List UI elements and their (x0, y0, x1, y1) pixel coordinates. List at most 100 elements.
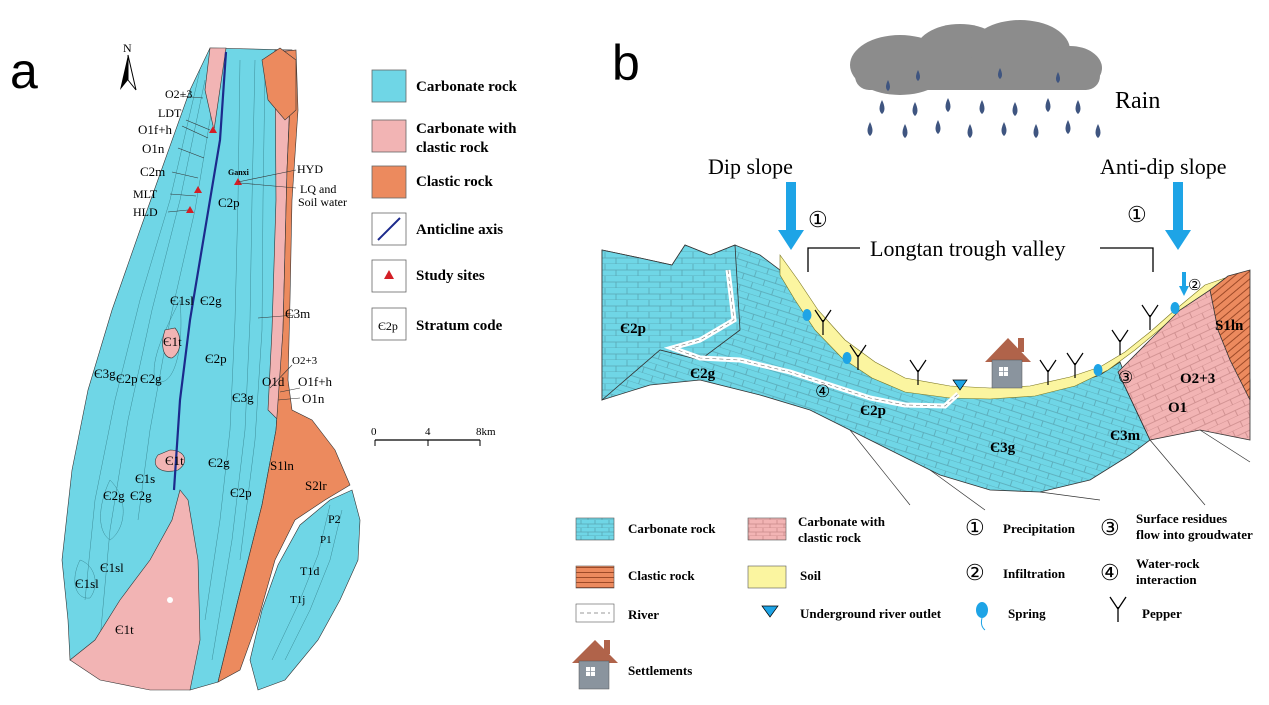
stratum-e1t-c: Є1t (115, 622, 134, 637)
label-o1n-mid: O1n (302, 391, 325, 406)
label-ganxi: Ganxi (228, 168, 250, 177)
legend-a-stratum-label: Stratum code (416, 318, 503, 334)
rain-label: Rain (1115, 88, 1160, 114)
label-hyd: HYD (297, 162, 323, 176)
legend-a: Carbonate rock Carbonate with clastic ro… (371, 69, 518, 341)
legend-b-wr-label: Water-rock (1136, 556, 1200, 571)
scale-label-8: 8km (476, 426, 496, 438)
legend-b-num1: ① (965, 515, 985, 540)
outlet-icon (952, 379, 968, 391)
stratum-e3g-b: Є3g (232, 390, 254, 405)
stratum-e2p-a: Є2p (205, 351, 227, 366)
stratum-e1s-b: Є1s (135, 471, 155, 486)
legend-b-num2: ② (965, 560, 985, 585)
stratum-e1sl-b: Є1sl (100, 560, 124, 575)
legend-b-swatch-carbonate (575, 517, 615, 541)
pepper-icon-1 (814, 309, 832, 335)
label-c2p-top: C2p (218, 195, 240, 210)
label-mlt: MLT (133, 187, 158, 201)
stratum-e2g-b: Є2g (140, 371, 162, 386)
panel-b-label: b (612, 35, 640, 91)
panel-b-cross-section: b (572, 20, 1253, 690)
pepper-icon-7 (1141, 304, 1159, 330)
unit-e2p-left: Є2p (620, 321, 646, 337)
legend-b-surface-label: Surface residues (1136, 511, 1227, 526)
label-hld: HLD (133, 205, 158, 219)
num2-marker: ② (1188, 278, 1201, 294)
stratum-e2p-c: Є2p (230, 485, 252, 500)
small-white-dot (167, 597, 173, 603)
num4-marker: ④ (815, 382, 830, 401)
spring-icon-1 (802, 309, 812, 321)
spring-icon-3 (1093, 364, 1103, 376)
unit-e3g: Є3g (990, 440, 1016, 456)
stratum-e1sl-c: Є1sl (75, 576, 99, 591)
springs (802, 302, 1180, 376)
carbonate-southeast-lobe (249, 489, 361, 691)
label-o23-mid: O2+3 (292, 355, 318, 367)
panel-a-map: a N (10, 41, 518, 691)
legend-b-soil-label: Soil (800, 568, 821, 583)
section-unit-labels: Є2p Є2g Є2p Є3g Є3m O1 O2+3 S1ln (620, 318, 1244, 456)
section-carbonate-blocky (601, 244, 741, 401)
spring-icon-4 (1170, 302, 1180, 314)
label-s2lr: S2lr (305, 478, 327, 493)
legend-a-axis-line (377, 217, 401, 241)
legend-a-clastic-label: Clastic rock (416, 174, 493, 190)
antidip-slope-label: Anti-dip slope (1100, 154, 1227, 179)
rain-cloud-icon (850, 20, 1102, 95)
stratum-e1sl-a: Є1sl (170, 293, 194, 308)
legend-b-outlet-label: Underground river outlet (800, 606, 942, 621)
label-t1d: T1d (300, 564, 319, 578)
label-o1fh-top: O1f+h (138, 122, 173, 137)
north-arrow-icon: N (120, 41, 137, 91)
label-e3m: Є3m (285, 306, 310, 321)
scale-label-0: 0 (371, 426, 377, 438)
stratum-e3g-a: Є3g (94, 366, 116, 381)
legend-a-swatch-stratum (371, 307, 407, 341)
label-o1d: O1d (262, 374, 285, 389)
label-o1n-top: O1n (142, 141, 165, 156)
legend-b-infil-label: Infiltration (1003, 566, 1066, 581)
clastic-north-lobe (261, 47, 297, 121)
num3-marker: ③ (1118, 368, 1133, 387)
study-site-icon (384, 270, 394, 279)
legend-b-carbclastic-label: Carbonate with (798, 514, 886, 529)
legend-b-carbonate-label: Carbonate rock (628, 521, 716, 536)
pepper-icon-2 (849, 344, 867, 370)
site-labels: O2+3 LDT O1f+h O1n C2m MLT HLD Ganxi HYD… (133, 87, 347, 606)
leader-lines (167, 95, 301, 401)
legend-a-sites-label: Study sites (416, 268, 485, 284)
label-o1fh-mid: O1f+h (298, 374, 333, 389)
anticline-axis (172, 51, 228, 491)
legend-b: Carbonate rock Carbonate with clastic ro… (572, 511, 1253, 690)
legend-a-carbclastic-label: Carbonate with (416, 121, 517, 137)
legend-b-pepper-icon (1109, 596, 1127, 622)
unit-o23: O2+3 (1180, 371, 1215, 387)
legend-b-river-label: River (628, 607, 659, 622)
stratum-e2g-a: Є2g (200, 293, 222, 308)
valley-label: Longtan trough valley (870, 236, 1066, 261)
legend-a-carbonate-label: Carbonate rock (416, 79, 518, 95)
legend-b-outlet-icon (761, 605, 779, 618)
dip-slope-label: Dip slope (708, 154, 793, 179)
legend-b-swatch-carbclastic (747, 517, 787, 541)
southeast-contours (271, 504, 343, 661)
label-p1: P1 (320, 534, 332, 546)
stratum-e2p-b: Є2p (116, 371, 138, 386)
legend-b-clastic-label: Clastic rock (628, 568, 695, 583)
legend-b-num3: ③ (1100, 515, 1120, 540)
legend-b-pepper-label: Pepper (1142, 606, 1182, 621)
infiltration-arrow-icon (1179, 272, 1189, 296)
label-ldt: LDT (158, 106, 182, 120)
unit-s1ln: S1ln (1215, 318, 1244, 334)
unit-e2g: Є2g (690, 366, 716, 382)
pepper-icon-6 (1111, 329, 1129, 355)
num1-dip: ① (808, 207, 828, 232)
strata-labels: Є1sl Є2g Є1t Є2p Є3g Є2p Є2g Є3g Є1t Є1s… (75, 293, 254, 637)
stratum-e1t-b: Є1t (165, 453, 184, 468)
valley-bracket (807, 247, 1154, 272)
label-o23-top: O2+3 (165, 87, 192, 101)
legend-b-settle-label: Settlements (628, 663, 692, 678)
